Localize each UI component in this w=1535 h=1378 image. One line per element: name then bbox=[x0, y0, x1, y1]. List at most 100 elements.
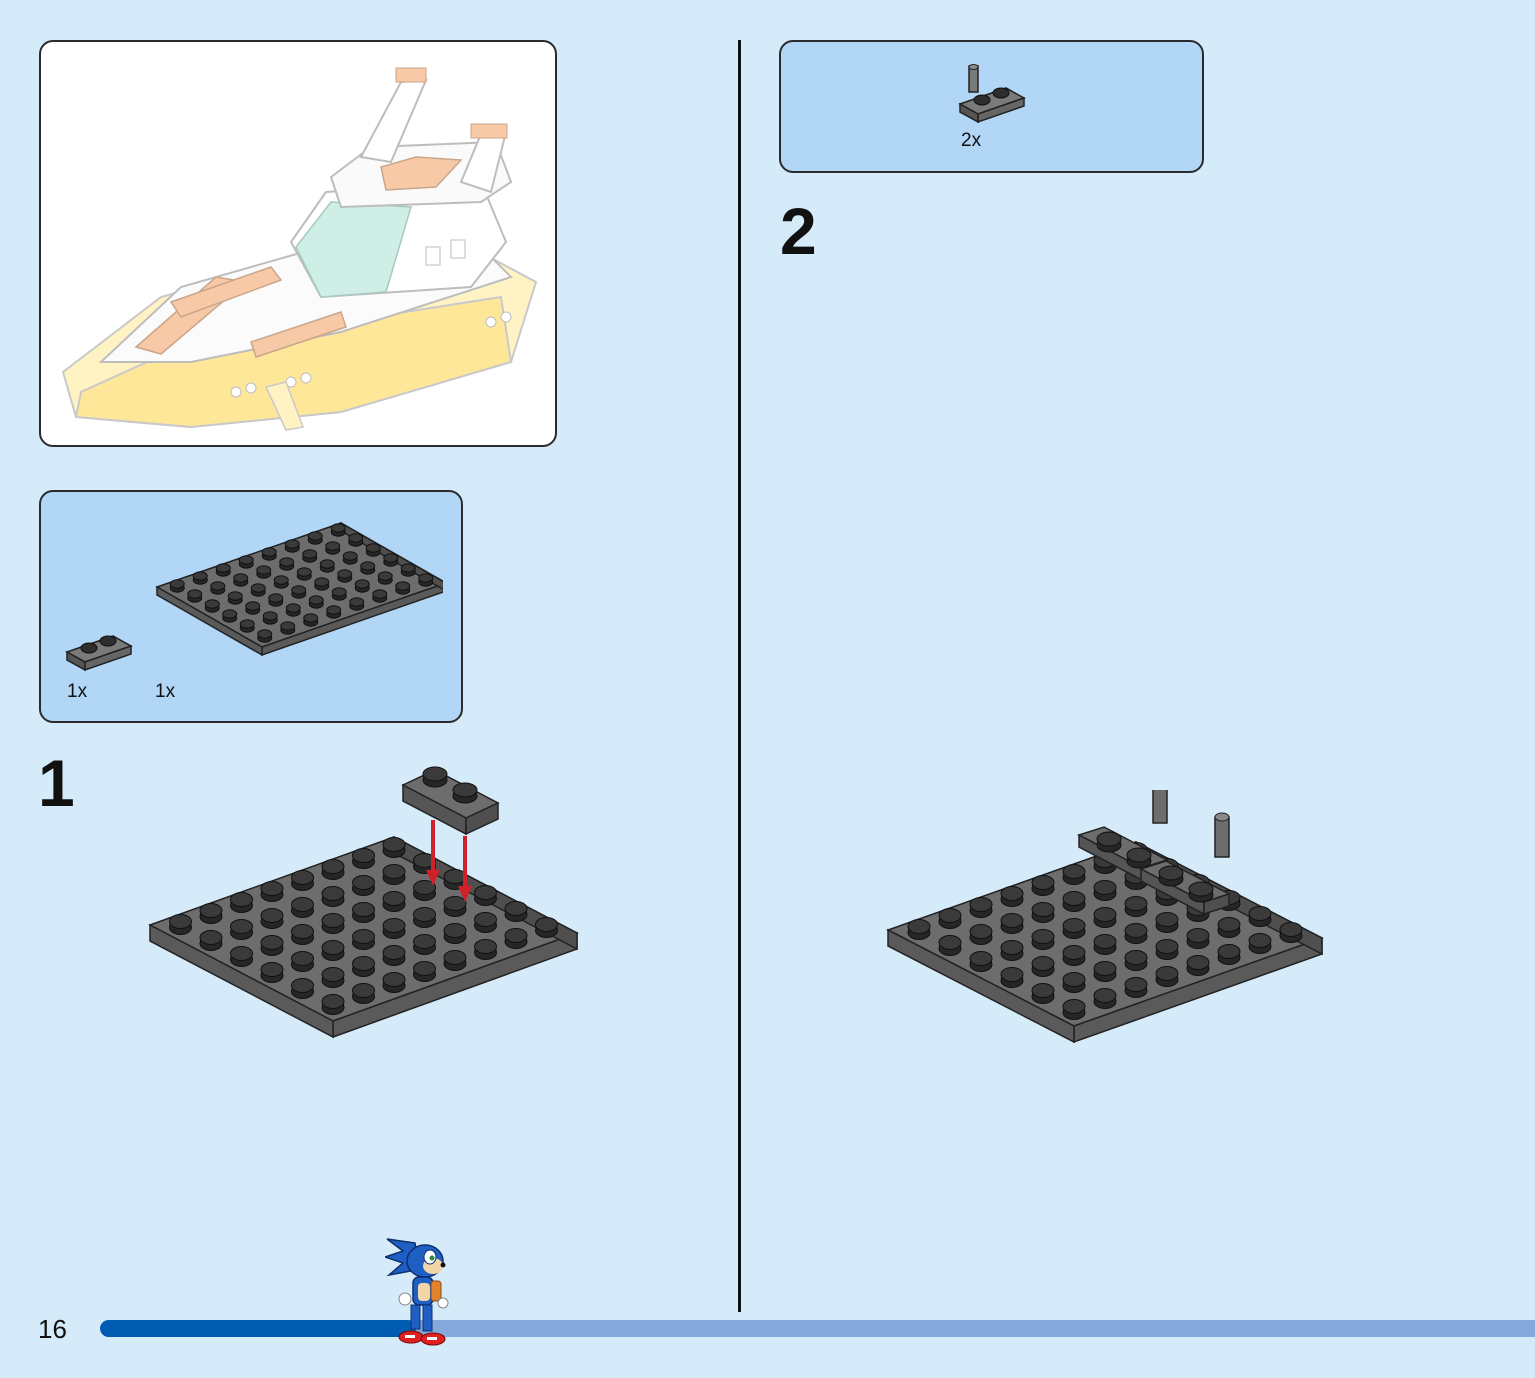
stud bbox=[227, 591, 243, 605]
stud bbox=[1093, 907, 1117, 928]
boat-model-illustration bbox=[61, 67, 538, 431]
stud bbox=[352, 875, 375, 896]
stud bbox=[1124, 923, 1148, 944]
stud bbox=[303, 613, 319, 627]
part-qty-label: 1x bbox=[67, 681, 88, 702]
step-number: 1 bbox=[38, 746, 75, 820]
stud bbox=[400, 563, 416, 577]
stud bbox=[1217, 944, 1241, 965]
step1-assembly-illustration bbox=[148, 766, 579, 1039]
placement-arrow bbox=[458, 836, 472, 902]
stud bbox=[352, 902, 375, 923]
stud bbox=[1093, 934, 1117, 955]
stud bbox=[504, 901, 528, 922]
stud bbox=[230, 946, 253, 967]
stud bbox=[1000, 940, 1024, 961]
stud bbox=[372, 589, 388, 603]
stud bbox=[260, 935, 284, 956]
stud bbox=[360, 561, 376, 575]
stud bbox=[1031, 902, 1055, 923]
stud bbox=[413, 907, 436, 928]
stud bbox=[1062, 891, 1086, 912]
stud bbox=[321, 913, 345, 934]
stud bbox=[331, 587, 347, 601]
stud bbox=[268, 593, 284, 607]
stud bbox=[418, 573, 434, 587]
boat-preview-panel bbox=[39, 40, 557, 447]
page-number: 16 bbox=[38, 1314, 67, 1344]
stud bbox=[1000, 886, 1024, 907]
stud bbox=[245, 601, 261, 615]
stud bbox=[222, 609, 238, 623]
stud bbox=[1093, 880, 1117, 901]
placement-arrow bbox=[426, 820, 440, 886]
stud bbox=[199, 930, 223, 951]
stud bbox=[1000, 967, 1024, 988]
stud bbox=[352, 956, 375, 977]
stud bbox=[1155, 912, 1179, 933]
stud bbox=[230, 892, 253, 913]
stud bbox=[296, 567, 312, 581]
stud bbox=[260, 908, 284, 929]
stud bbox=[291, 585, 307, 599]
plate-with-bar bbox=[1139, 812, 1231, 916]
stud bbox=[443, 896, 467, 917]
stud bbox=[1000, 913, 1024, 934]
stud bbox=[308, 595, 324, 609]
step1-parts-callout: 1x 1x bbox=[39, 490, 463, 723]
stud bbox=[1062, 972, 1086, 993]
sonic-mascot-icon bbox=[385, 1238, 449, 1346]
plate-1x2-falling bbox=[401, 766, 500, 836]
stud bbox=[354, 579, 370, 593]
part-qty-label: 1x bbox=[155, 681, 176, 702]
stud bbox=[307, 531, 323, 545]
stud bbox=[443, 950, 467, 971]
stud bbox=[321, 940, 345, 961]
stud bbox=[1031, 983, 1055, 1004]
stud bbox=[474, 912, 497, 933]
stud bbox=[1155, 966, 1179, 987]
stud bbox=[321, 994, 345, 1015]
stud bbox=[314, 577, 330, 591]
stud bbox=[192, 571, 208, 585]
stud bbox=[352, 848, 375, 869]
stud bbox=[262, 611, 278, 625]
stud bbox=[413, 880, 436, 901]
stud bbox=[413, 934, 436, 955]
stud bbox=[1186, 955, 1210, 976]
stud bbox=[383, 553, 399, 567]
plate-1x2-icon bbox=[65, 635, 133, 672]
stud bbox=[325, 541, 341, 555]
stud bbox=[319, 559, 335, 573]
stud bbox=[342, 551, 358, 565]
stud bbox=[285, 603, 301, 617]
stud bbox=[238, 555, 254, 569]
stud bbox=[1248, 933, 1272, 954]
stud bbox=[443, 923, 467, 944]
stud bbox=[938, 908, 962, 929]
step2-assembly-illustration bbox=[886, 790, 1324, 1044]
stud bbox=[330, 523, 346, 537]
stud bbox=[1062, 945, 1086, 966]
stud bbox=[291, 924, 314, 945]
stud bbox=[413, 961, 436, 982]
progress-fill bbox=[100, 1320, 416, 1337]
stud bbox=[230, 919, 253, 940]
stud bbox=[321, 886, 345, 907]
stud bbox=[395, 581, 411, 595]
step2-parts-callout: 2x bbox=[779, 40, 1204, 173]
stud bbox=[348, 533, 364, 547]
stud bbox=[284, 539, 300, 553]
stud bbox=[215, 563, 231, 577]
step-number: 2 bbox=[780, 194, 817, 268]
stud bbox=[1217, 917, 1241, 938]
plate-with-bar-icon bbox=[958, 64, 1026, 124]
stud bbox=[535, 917, 558, 938]
stud bbox=[1093, 988, 1117, 1009]
stud bbox=[1279, 922, 1303, 943]
stud bbox=[907, 919, 931, 940]
stud bbox=[257, 629, 273, 643]
stud bbox=[377, 571, 393, 585]
stud bbox=[279, 557, 295, 571]
stud bbox=[1124, 896, 1148, 917]
